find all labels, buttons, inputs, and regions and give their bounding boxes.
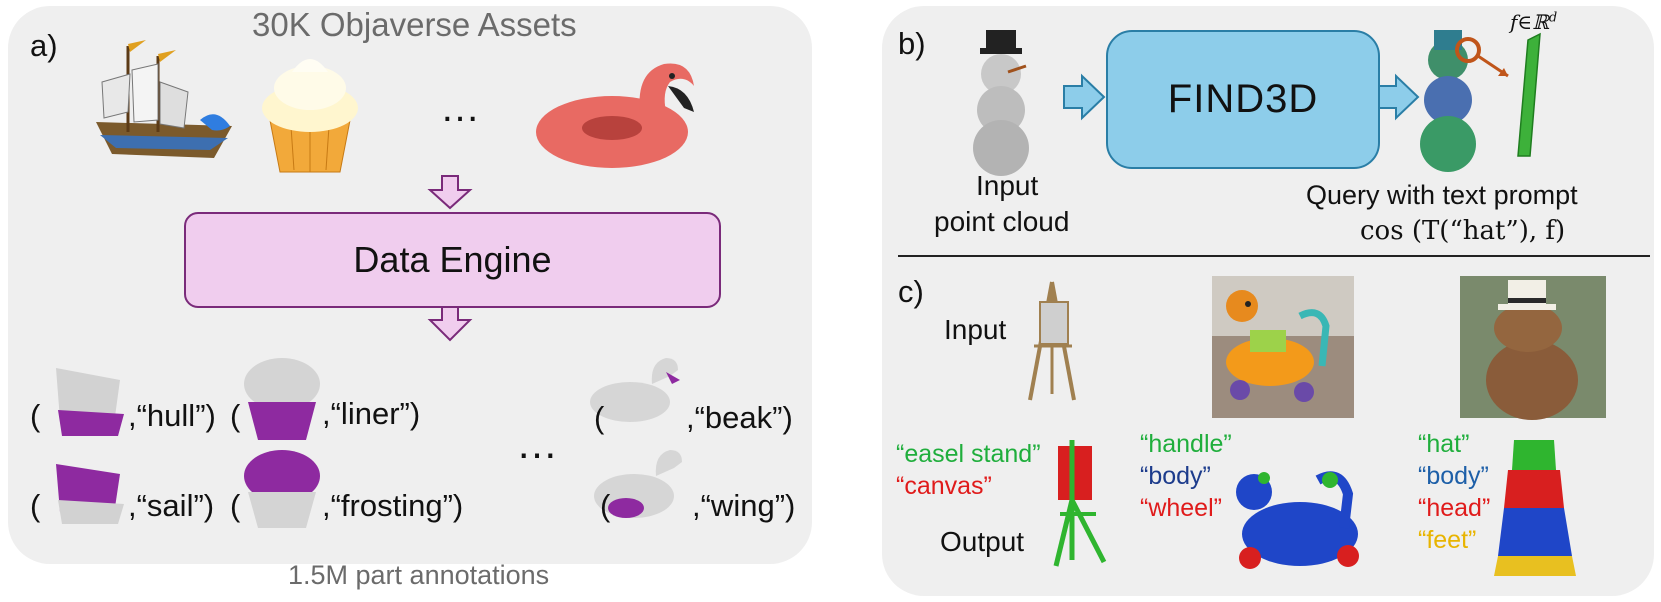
capybara-part-body: “body” — [1418, 462, 1489, 490]
annotation-sail: ,“sail”) — [128, 488, 215, 523]
panel-divider — [898, 255, 1650, 257]
toy-part-handle: “handle” — [1140, 430, 1232, 458]
ellipsis-top: … — [440, 86, 480, 130]
annotation-liner: ,“liner”) — [322, 396, 421, 431]
down-arrow-out — [427, 305, 473, 342]
panel-c-input-label: Input — [944, 314, 1007, 345]
easel-input — [1028, 281, 1076, 401]
capybara-output — [1494, 440, 1576, 576]
panel-b-label: b) — [898, 26, 926, 61]
annotation-beak: ,“beak”) — [686, 400, 793, 435]
ship-thumb-hull — [56, 368, 124, 436]
arrow-to-model — [1063, 73, 1106, 121]
data-engine-label: Data Engine — [353, 239, 552, 280]
toy-part-wheel: “wheel” — [1140, 494, 1222, 522]
flamingo-float-illustration — [536, 63, 694, 168]
annotation-liner-open: ( — [230, 398, 241, 433]
easel-part-canvas: “canvas” — [896, 472, 992, 500]
annotation-wing: ,“wing”) — [692, 488, 796, 523]
toy-part-body: “body” — [1140, 462, 1211, 490]
input-label-line1: Input — [976, 170, 1039, 201]
flamingo-thumb-wing — [594, 450, 682, 518]
feature-dim: d — [1548, 10, 1558, 26]
feature-notation: f∈ℝd — [1510, 10, 1557, 34]
ellipsis-bottom: … — [516, 420, 558, 467]
annotation-frosting: ,“frosting”) — [322, 488, 464, 523]
annotation-sail-open: ( — [30, 488, 41, 523]
easel-output — [1053, 440, 1107, 567]
panel-c-output-label: Output — [940, 526, 1025, 557]
cupcake-illustration — [262, 59, 358, 173]
feature-snowman — [1420, 30, 1509, 172]
arrow-from-model — [1377, 73, 1420, 121]
capybara-part-head: “head” — [1418, 494, 1491, 522]
toy-output — [1236, 471, 1359, 569]
capybara-photo — [1460, 276, 1606, 420]
panel-c-label: c) — [898, 274, 924, 309]
annotation-beak-open: ( — [594, 400, 605, 435]
toy-photo — [1212, 276, 1354, 418]
input-label-line2: point cloud — [934, 206, 1070, 237]
panel-a-footer: 1.5M part annotations — [288, 560, 550, 590]
snowman-point-cloud — [973, 30, 1029, 176]
down-arrow-in — [427, 175, 473, 210]
ship-illustration — [96, 40, 232, 158]
cupcake-thumb-liner — [244, 358, 320, 440]
panel-a-title: 30K Objaverse Assets — [252, 6, 577, 43]
annotation-hull: ,“hull”) — [128, 398, 216, 433]
cupcake-thumb-frosting — [244, 450, 320, 528]
query-label: Query with text prompt — [1306, 180, 1578, 210]
feature-vector-bar — [1517, 32, 1541, 157]
feature-symbol: f∈ℝ — [1510, 10, 1549, 34]
panel-a-label: a) — [30, 28, 58, 63]
flamingo-thumb-beak — [590, 358, 680, 422]
capybara-part-hat: “hat” — [1418, 430, 1470, 458]
annotation-wing-open: ( — [600, 488, 611, 523]
easel-part-stand: “easel stand” — [896, 440, 1041, 468]
ship-thumb-sail — [56, 464, 124, 524]
find3d-model-label: FIND3D — [1167, 77, 1319, 121]
annotation-frosting-open: ( — [230, 488, 241, 523]
annotation-hull-open: ( — [30, 398, 41, 433]
query-formula: cos (T(“hat”), f) — [1360, 216, 1566, 246]
find3d-model-box: FIND3D — [1106, 30, 1380, 169]
capybara-part-feet: “feet” — [1418, 526, 1477, 554]
data-engine-box: Data Engine — [184, 212, 721, 308]
